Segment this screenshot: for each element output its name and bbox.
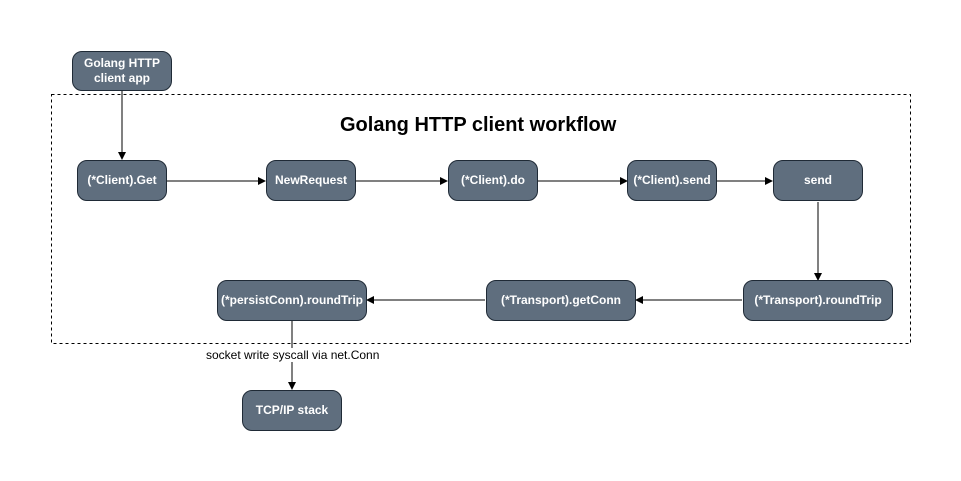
edge-label-socket-write: socket write syscall via net.Conn	[206, 348, 380, 362]
workflow-group-boundary	[51, 94, 911, 344]
node-transport-getconn-label: (*Transport).getConn	[501, 293, 621, 307]
node-transport-roundtrip: (*Transport).roundTrip	[743, 280, 893, 321]
node-new-request: NewRequest	[266, 160, 356, 201]
node-send: send	[773, 160, 863, 201]
node-new-request-label: NewRequest	[274, 173, 348, 187]
node-transport-getconn: (*Transport).getConn	[486, 280, 636, 321]
node-client-send-label: (*Client).send	[633, 173, 711, 187]
node-persistconn-roundtrip-label: (*persistConn).roundTrip	[221, 293, 363, 307]
node-tcpip-stack: TCP/IP stack	[242, 390, 342, 431]
diagram-title: Golang HTTP client workflow	[340, 114, 617, 136]
node-client-send: (*Client).send	[627, 160, 717, 201]
node-client-get-label: (*Client).Get	[87, 173, 157, 187]
node-send-label: send	[803, 173, 832, 187]
node-client-do: (*Client).do	[448, 160, 538, 201]
node-client-app-label: Golang HTTP client app	[84, 56, 160, 85]
node-persistconn-roundtrip: (*persistConn).roundTrip	[217, 280, 367, 321]
node-transport-roundtrip-label: (*Transport).roundTrip	[754, 293, 882, 307]
node-tcpip-stack-label: TCP/IP stack	[255, 403, 329, 417]
node-client-app: Golang HTTP client app	[72, 51, 172, 91]
node-client-do-label: (*Client).do	[461, 173, 525, 187]
node-client-get: (*Client).Get	[77, 160, 167, 201]
